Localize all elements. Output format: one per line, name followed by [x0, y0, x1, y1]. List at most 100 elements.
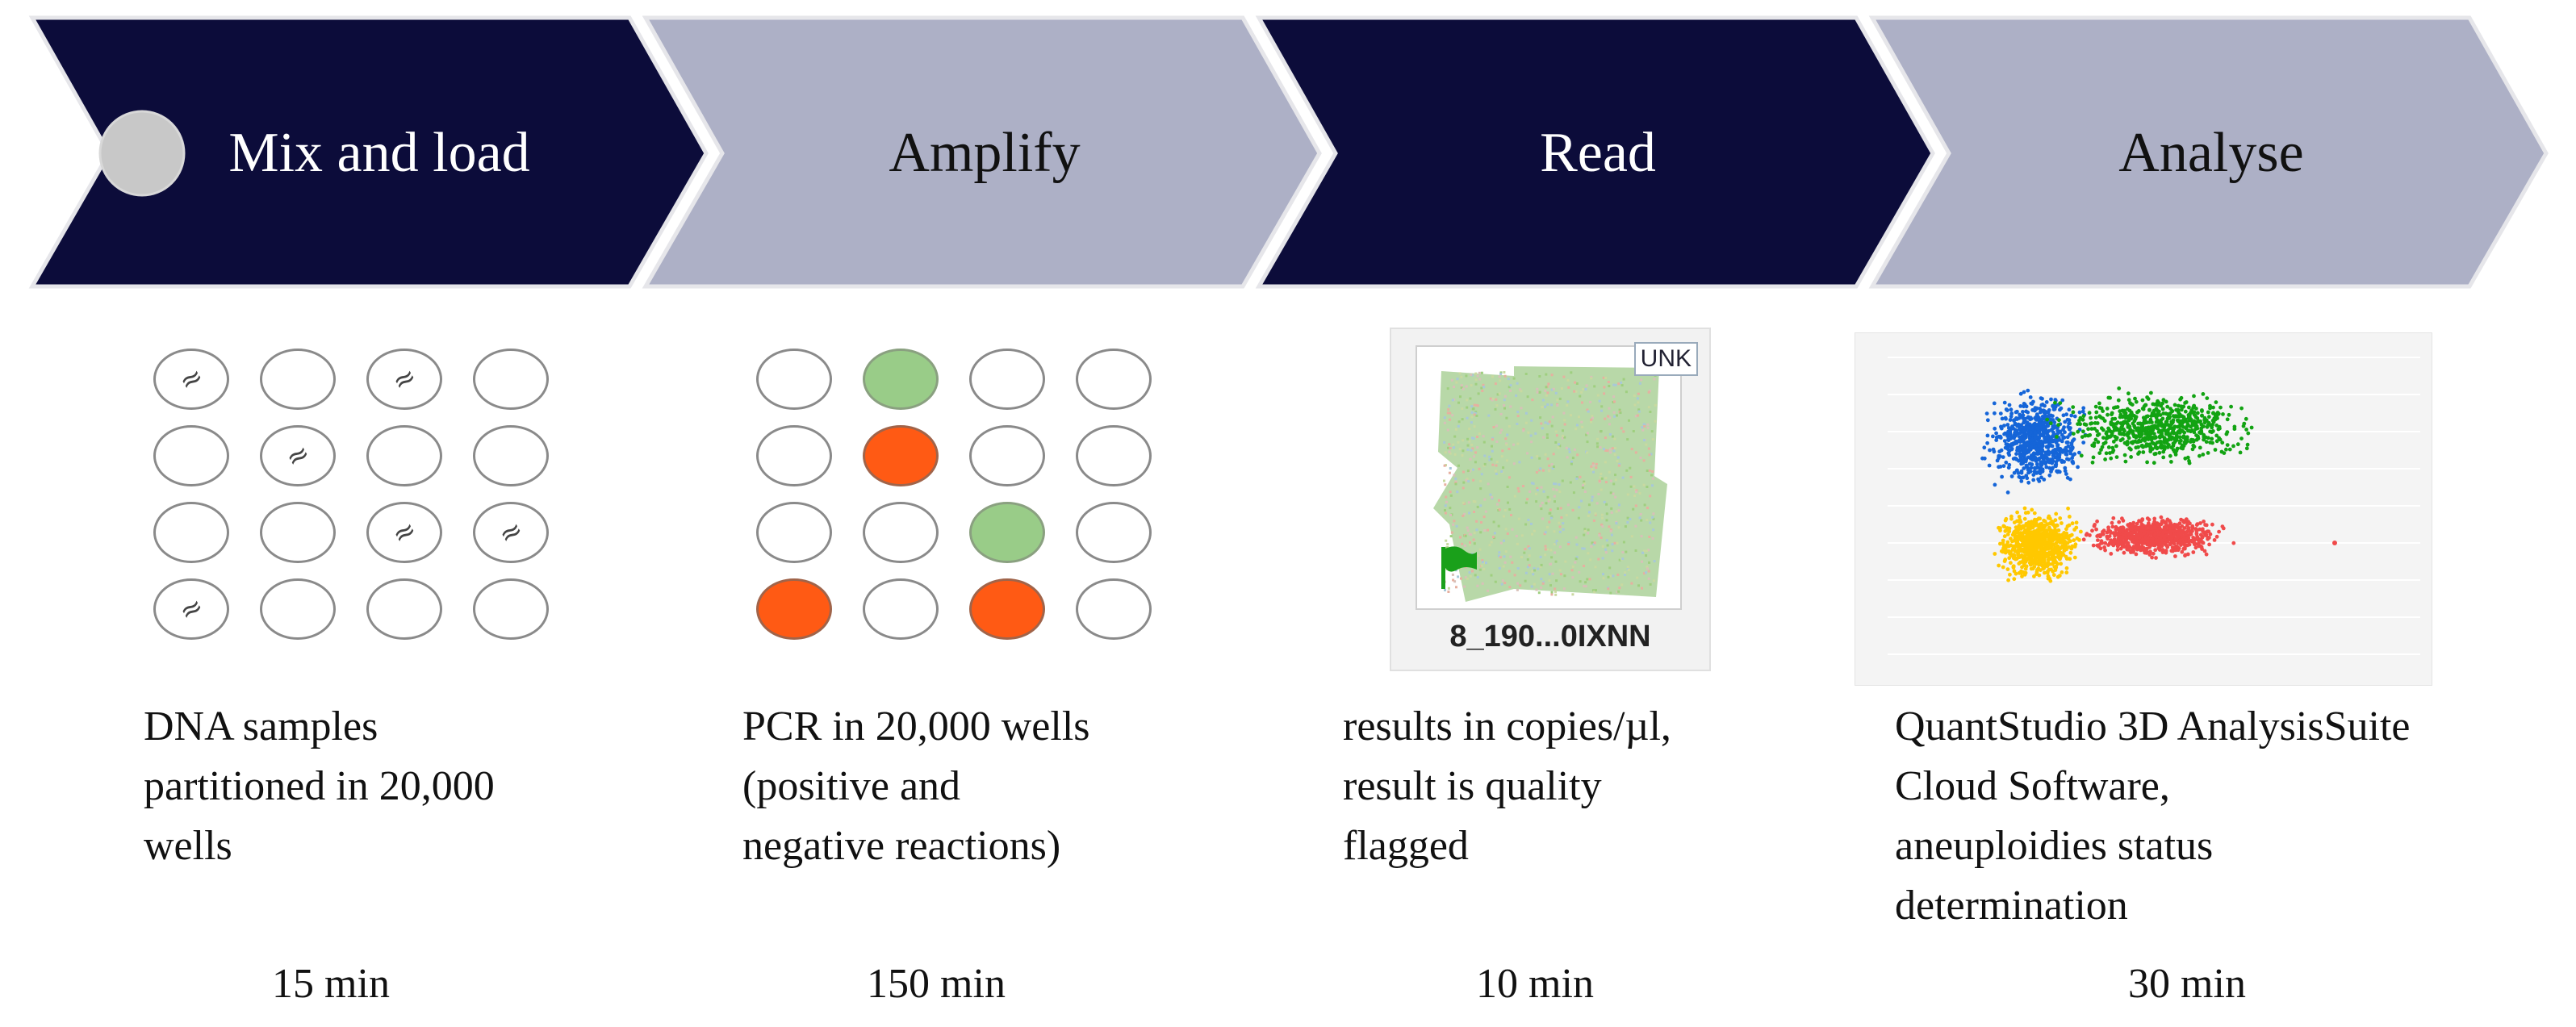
- chip-speckle: [1562, 412, 1565, 415]
- cluster-point: [2151, 440, 2155, 445]
- chip-speckle: [1522, 429, 1524, 432]
- chip-speckle: [1588, 511, 1591, 513]
- chip-speckle: [1479, 569, 1482, 571]
- cluster-point: [2110, 542, 2114, 546]
- cluster-point: [2155, 523, 2159, 527]
- chip-speckle: [1444, 465, 1446, 467]
- chip-speckle: [1468, 501, 1470, 503]
- chip-speckle: [1549, 584, 1552, 587]
- cluster-point: [2156, 420, 2160, 424]
- chip-speckle: [1517, 487, 1520, 490]
- chip-speckle: [1614, 496, 1616, 499]
- cluster-point: [2090, 444, 2094, 448]
- cluster-point: [2004, 551, 2008, 555]
- cluster-point: [2014, 411, 2018, 415]
- chip-speckle: [1540, 578, 1542, 580]
- cluster-point: [2110, 446, 2114, 450]
- cluster-point: [2047, 550, 2051, 554]
- chip-speckle: [1618, 526, 1620, 528]
- chip-speckle: [1449, 507, 1451, 509]
- cluster-point: [2138, 450, 2142, 454]
- cluster-point: [2159, 419, 2163, 423]
- cluster-point: [2053, 424, 2057, 428]
- cluster-point: [2054, 566, 2058, 570]
- cluster-point: [2160, 533, 2164, 537]
- cluster-point: [2063, 542, 2067, 546]
- cluster-point: [2204, 533, 2208, 537]
- cluster-point: [2055, 451, 2059, 455]
- chip-speckle: [1500, 470, 1503, 473]
- chip-speckle: [1481, 390, 1483, 392]
- dna-icon: ≈: [493, 513, 529, 553]
- cluster-point: [2053, 528, 2057, 532]
- chip-speckle: [1608, 566, 1611, 569]
- chip-speckle: [1600, 410, 1603, 412]
- chip-speckle: [1645, 571, 1647, 574]
- cluster-point: [1992, 448, 1996, 452]
- cluster-point: [2163, 436, 2167, 440]
- chip-speckle: [1466, 417, 1469, 420]
- chip-speckle: [1501, 455, 1503, 457]
- cluster-point: [2021, 410, 2025, 414]
- cluster-point: [2190, 524, 2194, 528]
- cluster-point: [1993, 402, 1997, 406]
- cluster-point: [2197, 538, 2201, 542]
- chip-speckle: [1603, 448, 1605, 450]
- cluster-point: [2079, 530, 2083, 534]
- cluster-point: [2053, 549, 2057, 553]
- cluster-point: [2145, 415, 2149, 419]
- cluster-point: [2039, 560, 2043, 564]
- chip-speckle: [1471, 436, 1474, 439]
- cluster-point: [2187, 406, 2191, 410]
- cluster-point: [2033, 422, 2037, 426]
- chip-speckle: [1595, 566, 1597, 568]
- cluster-point: [2084, 434, 2088, 438]
- cluster-point: [2154, 556, 2158, 560]
- chip-speckle: [1616, 542, 1619, 545]
- cluster-point: [2158, 436, 2162, 440]
- chip-speckle: [1601, 478, 1604, 480]
- chip-speckle: [1566, 400, 1569, 403]
- cluster-point: [2036, 550, 2040, 554]
- cluster-point: [2177, 528, 2181, 532]
- chip-speckle: [1573, 491, 1575, 494]
- cluster-point: [2169, 549, 2173, 553]
- chip-speckle: [1651, 470, 1654, 473]
- chip-speckle: [1609, 575, 1612, 578]
- cluster-point: [2042, 519, 2046, 523]
- cluster-point: [2110, 417, 2114, 421]
- cluster-point: [2005, 526, 2009, 530]
- chip-speckle: [1496, 461, 1499, 463]
- chip-speckle: [1475, 415, 1478, 417]
- cluster-point: [2244, 417, 2248, 421]
- cluster-point: [2037, 479, 2041, 483]
- chip-speckle: [1553, 465, 1555, 468]
- chip-speckle: [1574, 562, 1576, 564]
- cluster-point: [2123, 441, 2127, 445]
- cluster-point: [2158, 445, 2162, 449]
- cluster-point: [2157, 430, 2161, 434]
- cluster-point: [2162, 425, 2166, 429]
- cluster-point: [2108, 534, 2112, 538]
- chip-speckle: [1570, 463, 1573, 465]
- cluster-point: [2014, 422, 2018, 426]
- chip-speckle: [1605, 551, 1608, 553]
- chip-speckle: [1528, 554, 1531, 557]
- chip-speckle: [1541, 564, 1543, 566]
- cluster-point: [2152, 533, 2156, 537]
- cluster-point: [2114, 525, 2118, 529]
- cluster-point: [2152, 424, 2156, 428]
- chip-speckle: [1473, 539, 1475, 541]
- cluster-point: [2131, 531, 2135, 535]
- cluster-point: [2186, 456, 2190, 460]
- cluster-point: [2005, 517, 2009, 521]
- cluster-point: [1985, 411, 1989, 415]
- chip-speckle: [1495, 399, 1497, 401]
- chip-speckle: [1507, 486, 1509, 488]
- cluster-point: [2157, 423, 2161, 427]
- cluster-point: [2045, 528, 2049, 532]
- cluster-point: [2000, 475, 2004, 479]
- chip-speckle: [1560, 573, 1562, 575]
- cluster-point: [2019, 437, 2023, 441]
- step-duration-3: 10 min: [1390, 960, 1680, 1008]
